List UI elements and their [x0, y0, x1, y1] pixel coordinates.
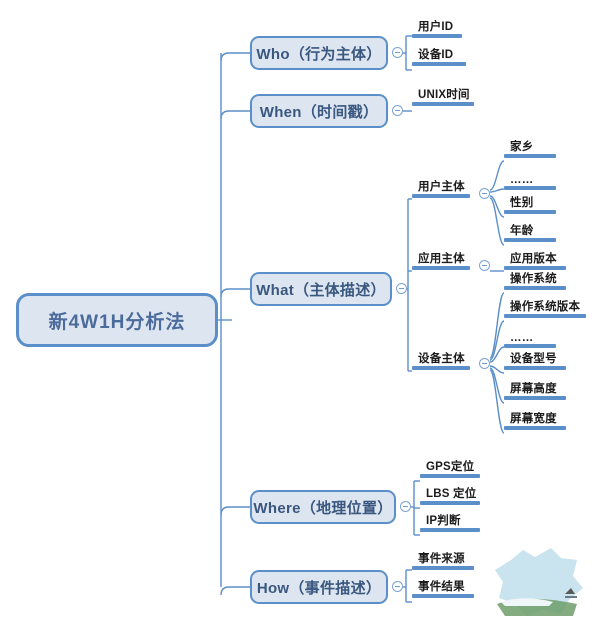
leaf-label-app-version: 应用版本 — [510, 253, 557, 265]
leaf-node-age[interactable]: 年龄 — [504, 224, 556, 242]
leaf-node-unix-time[interactable]: UNIX时间 — [412, 88, 474, 106]
leaf-node-screen-width[interactable]: 屏幕宽度 — [504, 412, 566, 430]
leaf-label-gps: GPS定位 — [426, 461, 475, 473]
mindmap-branch-who-label: Who（行为主体） — [256, 45, 382, 63]
mindmap-branch-when[interactable]: When（时间戳） — [250, 94, 388, 128]
mindmap-branch-who[interactable]: Who（行为主体） — [250, 36, 388, 70]
leaf-label-user-ellipsis: …… — [510, 174, 534, 186]
leaf-label-lbs: LBS 定位 — [426, 488, 477, 500]
leaf-node-device-ellipsis[interactable]: …… — [504, 330, 556, 348]
leaf-label-device-model: 设备型号 — [510, 353, 557, 365]
mindmap-root-label: 新4W1H分析法 — [48, 311, 186, 333]
mindmap-branch-where-label: Where（地理位置） — [253, 499, 393, 517]
leaf-bar-event-result — [412, 594, 474, 598]
leaf-bar-hometown — [504, 154, 556, 158]
collapse-toggle-how-icon[interactable] — [392, 581, 403, 592]
leaf-node-device-id[interactable]: 设备ID — [412, 48, 466, 66]
leaf-node-gender[interactable]: 性别 — [504, 196, 556, 214]
mindmap-root-node[interactable]: 新4W1H分析法 — [16, 293, 218, 347]
label-device-subject: 设备主体 — [418, 353, 465, 365]
leaf-bar-device-id — [412, 62, 466, 66]
leaf-bar-age — [504, 238, 556, 242]
leaf-label-os: 操作系统 — [510, 273, 557, 285]
leaf-bar-event-source — [412, 566, 474, 570]
leaf-node-event-result[interactable]: 事件结果 — [412, 580, 474, 598]
leaf-label-device-id: 设备ID — [418, 49, 454, 61]
leaf-label-os-version: 操作系统版本 — [510, 301, 581, 313]
collapse-toggle-device-subject-icon[interactable] — [479, 358, 490, 369]
leaf-bar-os — [504, 286, 566, 290]
leaf-label-event-result: 事件结果 — [418, 581, 465, 593]
collapse-toggle-what-icon[interactable] — [396, 283, 407, 294]
bar-app-subject — [412, 266, 470, 270]
leaf-node-screen-height[interactable]: 屏幕高度 — [504, 382, 566, 400]
node-app-subject[interactable]: 应用主体 — [412, 252, 470, 270]
node-user-subject[interactable]: 用户主体 — [412, 180, 470, 198]
leaf-bar-user-id — [412, 34, 462, 38]
leaf-label-age: 年龄 — [510, 225, 534, 237]
leaf-bar-lbs — [420, 501, 480, 505]
mindmap-branch-how[interactable]: How（事件描述） — [250, 570, 388, 604]
leaf-bar-app-version — [504, 266, 566, 270]
collapse-toggle-who-icon[interactable] — [392, 47, 403, 58]
leaf-bar-screen-height — [504, 396, 566, 400]
mindmap-branch-how-label: How（事件描述） — [256, 579, 382, 597]
leaf-bar-device-model — [504, 366, 566, 370]
leaf-node-event-source[interactable]: 事件来源 — [412, 552, 474, 570]
node-device-subject[interactable]: 设备主体 — [412, 352, 470, 370]
leaf-bar-gender — [504, 210, 556, 214]
leaf-label-screen-width: 屏幕宽度 — [510, 413, 557, 425]
bar-device-subject — [412, 366, 470, 370]
leaf-bar-ip — [420, 528, 480, 532]
leaf-bar-unix-time — [412, 102, 474, 106]
collapse-toggle-app-subject-icon[interactable] — [479, 260, 490, 271]
leaf-node-user-id[interactable]: 用户ID — [412, 20, 462, 38]
bar-user-subject — [412, 194, 470, 198]
mindmap-branch-what[interactable]: What（主体描述） — [250, 272, 392, 306]
collapse-toggle-user-subject-icon[interactable] — [479, 188, 490, 199]
label-app-subject: 应用主体 — [418, 253, 465, 265]
leaf-node-lbs[interactable]: LBS 定位 — [420, 487, 480, 505]
leaf-node-ip[interactable]: IP判断 — [420, 514, 480, 532]
mindmap-branch-where[interactable]: Where（地理位置） — [250, 490, 396, 524]
leaf-label-screen-height: 屏幕高度 — [510, 383, 557, 395]
mindmap-branch-when-label: When（时间戳） — [259, 103, 379, 121]
leaf-bar-device-ellipsis — [504, 344, 556, 348]
leaf-label-user-id: 用户ID — [418, 21, 454, 33]
leaf-node-hometown[interactable]: 家乡 — [504, 140, 556, 158]
leaf-bar-gps — [420, 474, 480, 478]
leaf-node-device-model[interactable]: 设备型号 — [504, 352, 566, 370]
leaf-node-os-version[interactable]: 操作系统版本 — [504, 300, 586, 318]
leaf-label-gender: 性别 — [510, 197, 534, 209]
label-user-subject: 用户主体 — [418, 181, 465, 193]
leaf-node-os[interactable]: 操作系统 — [504, 272, 566, 290]
leaf-node-gps[interactable]: GPS定位 — [420, 460, 480, 478]
leaf-node-user-ellipsis[interactable]: …… — [504, 172, 556, 190]
leaf-label-event-source: 事件来源 — [418, 553, 465, 565]
leaf-label-hometown: 家乡 — [510, 141, 534, 153]
leaf-label-device-ellipsis: …… — [510, 332, 534, 344]
collapse-toggle-where-icon[interactable] — [400, 501, 411, 512]
leaf-node-app-version[interactable]: 应用版本 — [504, 252, 566, 270]
leaf-label-ip: IP判断 — [426, 515, 461, 527]
leaf-bar-user-ellipsis — [504, 186, 556, 190]
leaf-bar-screen-width — [504, 426, 566, 430]
leaf-bar-os-version — [504, 314, 586, 318]
mindmap-branch-what-label: What（主体描述） — [256, 281, 386, 299]
leaf-label-unix-time: UNIX时间 — [418, 89, 470, 101]
collapse-toggle-when-icon[interactable] — [392, 105, 403, 116]
